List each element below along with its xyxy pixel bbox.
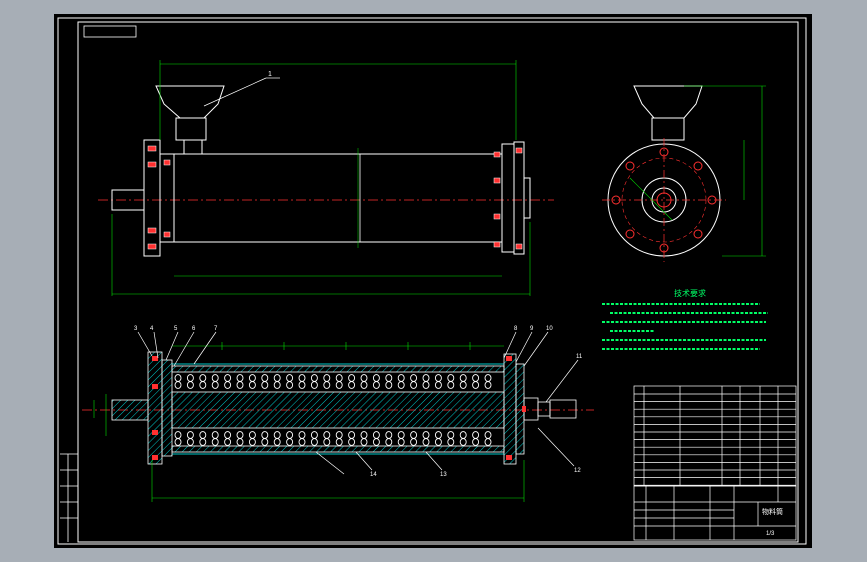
corner-box [83,25,137,38]
leader-label-11: 11 [576,354,583,360]
inner-frame [77,21,799,543]
bearing [537,401,551,417]
leader-label-7: 7 [214,326,218,332]
screw-flights-top [174,374,492,389]
title-block [633,485,797,541]
technical-notes: 技术要求 [602,288,768,350]
top-wall [171,365,505,373]
leader-label-10: 10 [546,326,553,332]
engineering-drawing: 1 技术要求 [57,17,807,545]
leader-label-6: 6 [192,326,196,332]
side-view [602,85,766,262]
notes-title: 技术要求 [674,288,706,298]
section-view: 3 4 5 6 7 8 9 10 11 12 13 14 [82,326,594,502]
drawing-number: 1/3 [766,531,775,537]
leader-label-14: 14 [370,472,377,478]
right-flange [513,141,525,255]
hopper [155,85,225,119]
left-flange [143,139,161,257]
leader-label-8: 8 [514,326,518,332]
barrel-body [173,153,503,243]
screw-flights-bottom [174,431,492,446]
left-end-cap [147,351,163,465]
parts-list [633,385,797,487]
side-hopper [633,85,703,119]
screw-core [171,391,505,429]
left-strip [60,453,78,542]
leader-label-3: 3 [134,326,138,332]
right-end-cap [503,353,517,465]
outer-frame [57,17,807,545]
leader-label-12: 12 [574,468,581,474]
drawing-viewport[interactable]: 1 技术要求 [54,14,812,548]
drawing-name: 物料筒 [762,507,783,516]
bottom-wall [171,445,505,453]
front-view: 1 [98,60,554,296]
drive-shaft [111,399,149,421]
leader-label-1: 1 [268,71,272,78]
leader-label-4: 4 [150,326,154,332]
leader-label-13: 13 [440,472,447,478]
leader-label-5: 5 [174,326,178,332]
leader-label-9: 9 [530,326,534,332]
